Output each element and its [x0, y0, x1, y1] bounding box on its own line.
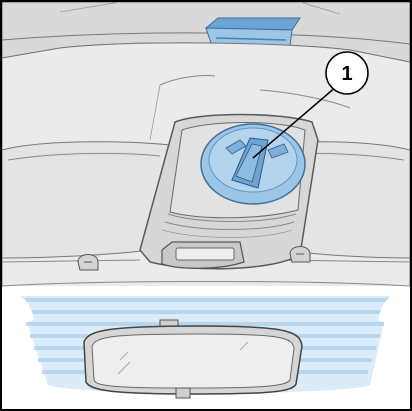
overhead-console-switch: [201, 124, 305, 204]
sun-visor-clip-right: [290, 247, 310, 263]
callout-1: 1: [326, 52, 368, 94]
sun-visor-clip-icon: [78, 255, 98, 271]
dome-light-icon: [206, 18, 300, 46]
rearview-mirror-icon: [84, 320, 302, 398]
callout-1-label: 1: [341, 63, 352, 85]
